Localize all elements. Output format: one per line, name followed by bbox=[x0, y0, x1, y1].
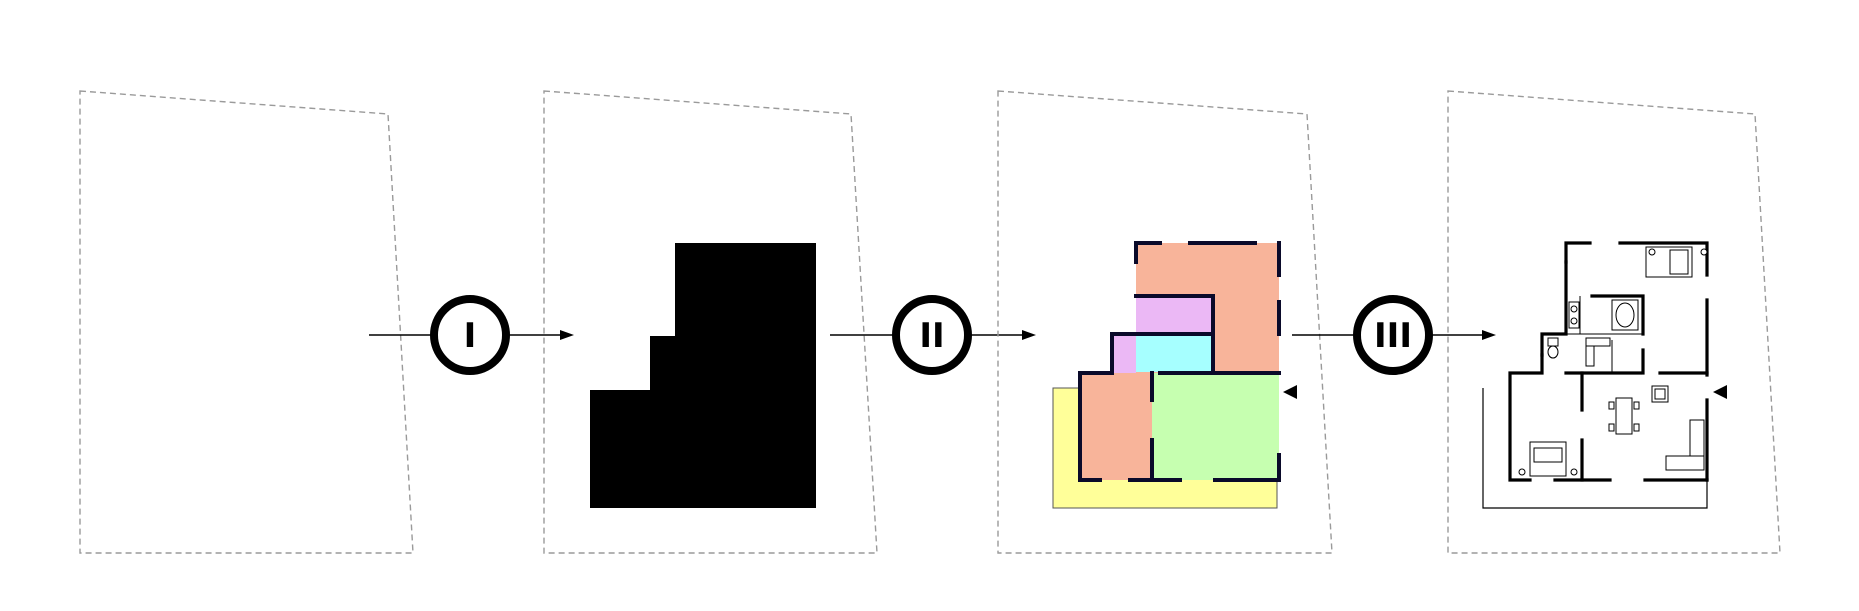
step-connector-3: III bbox=[1292, 295, 1496, 375]
toilet-icon bbox=[1547, 337, 1559, 359]
zoning-walls bbox=[1078, 241, 1281, 482]
sink-icon bbox=[1568, 301, 1580, 329]
step-badge bbox=[430, 295, 510, 375]
site-outline bbox=[79, 90, 414, 554]
zone-utility bbox=[1136, 334, 1213, 372]
panel-floor-plan bbox=[1447, 90, 1781, 554]
building-mass bbox=[590, 243, 816, 508]
entry-triangle-icon bbox=[1713, 385, 1727, 399]
step-badge bbox=[1353, 295, 1433, 375]
bathtub-icon bbox=[1611, 299, 1639, 331]
arrow-right-icon bbox=[1482, 330, 1496, 340]
site-outline bbox=[543, 90, 878, 554]
panel-zoning bbox=[997, 90, 1333, 554]
panel-massing bbox=[543, 90, 878, 554]
arrow-right-icon bbox=[1022, 330, 1036, 340]
step-label: III bbox=[1374, 316, 1412, 356]
entry-triangle-icon bbox=[1283, 385, 1297, 399]
bed-icon bbox=[1518, 441, 1578, 477]
plan-walls bbox=[1508, 241, 1709, 482]
table-icon bbox=[1608, 397, 1640, 435]
zone-hall bbox=[1080, 373, 1152, 480]
arrow-right-icon bbox=[560, 330, 574, 340]
step-label: II bbox=[919, 316, 944, 356]
zone-bath bbox=[1136, 296, 1213, 334]
step-connector-2: II bbox=[830, 295, 1036, 375]
step-badge bbox=[892, 295, 972, 375]
zone-living bbox=[1152, 373, 1279, 480]
step-connector-1: I bbox=[369, 295, 574, 375]
chair-icon bbox=[1651, 385, 1669, 403]
step-label: I bbox=[464, 316, 477, 356]
bed-icon bbox=[1645, 246, 1708, 278]
panel-site bbox=[79, 90, 414, 554]
zone-closet bbox=[1112, 334, 1136, 374]
kitchen-counter bbox=[1585, 337, 1611, 367]
sofa-icon bbox=[1665, 419, 1705, 471]
yard-outline bbox=[1482, 388, 1708, 509]
plan-thin-lines bbox=[1566, 296, 1643, 373]
site-outline bbox=[1447, 90, 1781, 554]
